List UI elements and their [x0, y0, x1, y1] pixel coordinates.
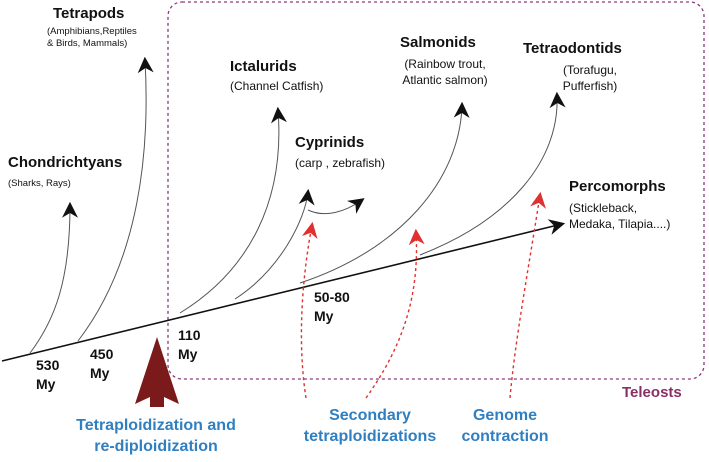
- clade-name-percomorphs: Percomorphs: [569, 178, 666, 195]
- clade-desc-percomorphs: (Stickleback, Medaka, Tilapia....): [569, 201, 671, 231]
- branch-tetraodontids: [419, 91, 566, 256]
- clade-desc-ictalurids: (Channel Catfish): [230, 79, 324, 93]
- time-label-450: 450 My: [90, 346, 114, 381]
- time-label-530: 530 My: [36, 357, 60, 392]
- clade-name-tetraodontids: Tetraodontids: [523, 40, 622, 57]
- dotted-arrow-icon: [509, 191, 546, 399]
- clade-name-chondrichthyans: Chondrichtyans: [8, 154, 123, 171]
- branch-cyprinids: [234, 188, 315, 300]
- teleosts-label: Teleosts: [622, 384, 682, 401]
- clade-desc-salmonids: (Rainbow trout, Atlantic salmon): [402, 57, 488, 87]
- branch-tetrapods: [77, 56, 154, 342]
- clade-name-cyprinids: Cyprinids: [295, 134, 365, 151]
- teleost-box: [167, 1, 705, 380]
- time-axis: [1, 219, 566, 362]
- clade-desc-tetraodontids: (Torafugu, Pufferfish): [562, 63, 618, 93]
- dotted-arrow-icon: [365, 228, 425, 399]
- event-contraction: Genome contraction: [461, 407, 549, 445]
- clade-desc-tetrapods: (Amphibians,Reptiles & Birds, Mammals): [47, 26, 137, 49]
- time-label-110: 110 My: [178, 327, 201, 362]
- branch-ictalurids: [179, 106, 287, 314]
- branch-cyprinids-duplicate: [307, 198, 365, 215]
- branch-chondrichthyans: [29, 201, 78, 354]
- event-secondary: Secondary tetraploidizations: [303, 407, 437, 445]
- big-up-arrow-icon: [135, 337, 179, 407]
- event-tetraploidization: Tetraploidization and re-diploidization: [76, 417, 236, 455]
- dotted-arrow-icon: [300, 221, 318, 399]
- clade-desc-cyprinids: (carp , zebrafish): [295, 156, 386, 170]
- clade-name-salmonids: Salmonids: [400, 34, 476, 51]
- clade-desc-chondrichthyans: (Sharks, Rays): [8, 178, 71, 189]
- clade-name-ictalurids: Ictalurids: [230, 58, 297, 75]
- branch-salmonids: [299, 101, 470, 284]
- time-label-50-80: 50-80 My: [314, 289, 350, 324]
- clade-name-tetrapods: Tetrapods: [53, 5, 125, 22]
